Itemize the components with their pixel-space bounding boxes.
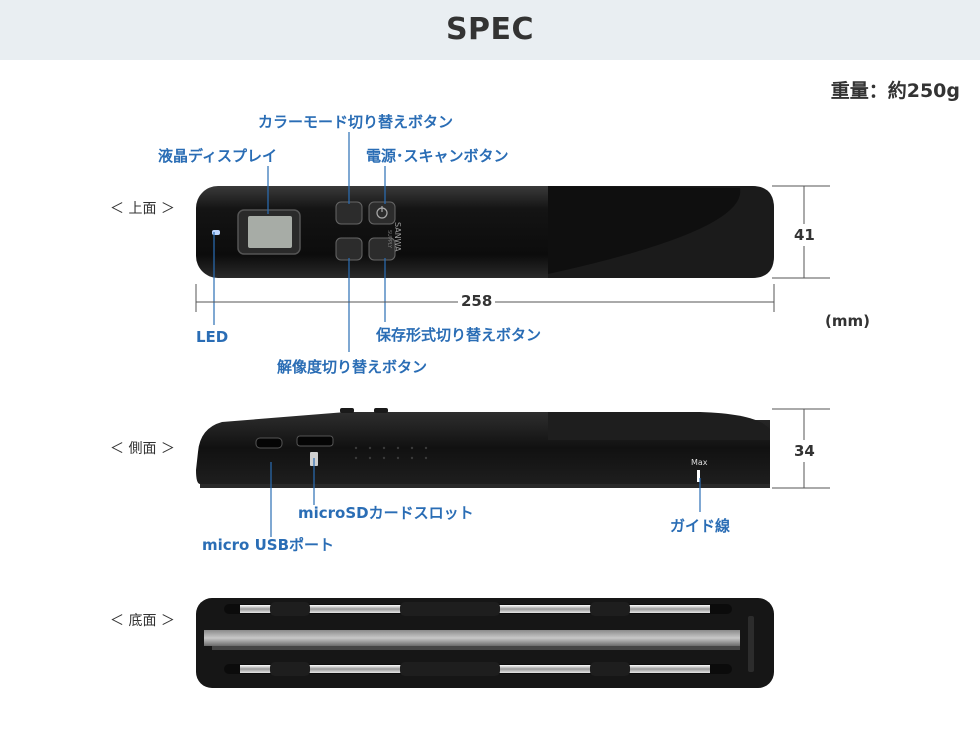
- top-height-dimension: 41: [792, 224, 817, 246]
- page-title: SPEC: [445, 12, 535, 47]
- weight-label: 重量：約250g: [830, 80, 960, 102]
- side-view-device: [196, 408, 770, 488]
- format-button: [368, 237, 396, 261]
- view-label-top: ＜ 上面 ＞: [110, 201, 175, 217]
- side-height-dimension: 34: [792, 440, 817, 462]
- callout-format: 保存形式切り替えボタン: [376, 326, 542, 344]
- power-scan-button: [368, 201, 396, 225]
- guide-mark: [697, 470, 700, 482]
- callout-led: LED: [196, 328, 229, 346]
- callout-color-mode: カラーモード切り替えボタン: [258, 113, 454, 131]
- header-bar: SPEC: [0, 0, 980, 60]
- length-dimension: 258: [458, 292, 496, 310]
- callout-guide: ガイド線: [670, 517, 731, 535]
- top-view-device: [196, 186, 774, 278]
- bottom-view-device: [196, 598, 774, 688]
- usb-port: [255, 437, 283, 449]
- scan-window: [204, 630, 740, 646]
- callout-microsd: microSDカードスロット: [298, 504, 474, 522]
- callout-usb: micro USBポート: [202, 536, 335, 554]
- callout-resolution: 解像度切り替えボタン: [277, 358, 428, 376]
- callout-lcd: 液晶ディスプレイ: [158, 147, 277, 165]
- speaker-holes: [354, 446, 428, 460]
- callout-power-scan: 電源･スキャンボタン: [366, 147, 509, 165]
- view-label-side: ＜ 側面 ＞: [110, 441, 175, 457]
- max-mark: Max: [691, 458, 708, 467]
- view-label-bottom: ＜ 底面 ＞: [110, 613, 175, 629]
- units-label: (mm): [825, 312, 870, 330]
- microsd-slot: [296, 435, 334, 447]
- lcd-screen: [248, 216, 292, 248]
